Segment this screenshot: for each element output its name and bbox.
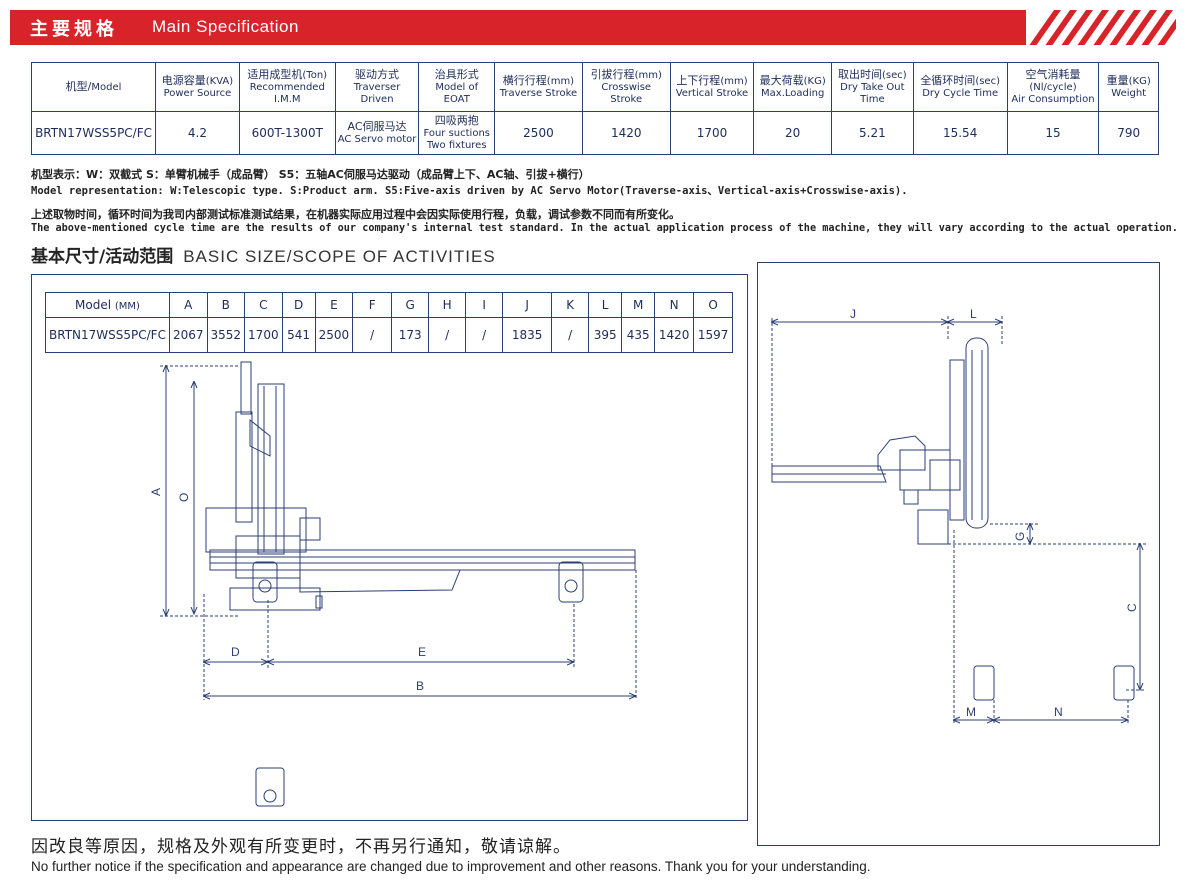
hdr-loading: 最大荷载(KG)Max.Loading	[753, 62, 833, 112]
dims-cell-o: 1597	[693, 317, 734, 353]
dim-label-g: G	[1013, 532, 1027, 541]
cell-model: BRTN17WSS5PC/FC	[30, 111, 157, 155]
header-banner: 主要规格 Main Specification	[10, 10, 1176, 45]
dims-cell-model: BRTN17WSS5PC/FC	[45, 317, 170, 353]
dims-hdr-j: J	[502, 292, 553, 318]
cell-crosswise: 1420	[581, 111, 671, 155]
dim-label-c: C	[1125, 603, 1139, 612]
dims-cell-j: 1835	[502, 317, 553, 353]
dims-hdr-a: A	[168, 292, 208, 318]
dims-cell-e: 2500	[314, 317, 354, 353]
dims-hdr-i: I	[465, 292, 504, 318]
side-view-drawing	[160, 361, 636, 807]
dims-hdr-n: N	[654, 292, 695, 318]
hdr-weight: 重量(KG)Weight	[1098, 62, 1159, 112]
dim-label-m: M	[966, 705, 976, 719]
section-title-en: BASIC SIZE/SCOPE OF ACTIVITIES	[183, 247, 496, 266]
hdr-crosswise: 引拔行程(mm)Crosswise Stroke	[581, 62, 671, 112]
dims-hdr-o: O	[693, 292, 734, 318]
dims-cell-c: 1700	[244, 317, 283, 353]
dims-cell-f: /	[352, 317, 393, 353]
dimension-table: Model (MM) A B C D E F G H I J K L M N O…	[45, 292, 734, 353]
dims-cell-b: 3552	[206, 317, 246, 353]
dims-cell-d: 541	[281, 317, 316, 353]
decorative-stripes	[1026, 10, 1176, 45]
side-view-panel	[31, 274, 748, 821]
dims-header-row: Model (MM) A B C D E F G H I J K L M N O	[45, 292, 734, 318]
banner-title-cn: 主要规格	[30, 19, 118, 40]
dim-label-d: D	[231, 645, 240, 659]
footer-notice-en: No further notice if the specification a…	[31, 859, 871, 874]
note-cycle-en: The above-mentioned cycle time are the r…	[31, 223, 1178, 234]
cell-vertical: 1700	[669, 111, 755, 155]
cell-loading: 20	[753, 111, 833, 155]
dim-label-e: E	[418, 645, 426, 659]
hdr-traverse: 横行行程(mm)Traverse Stroke	[494, 62, 583, 112]
cell-air: 15	[1006, 111, 1100, 155]
dims-cell-m: 435	[621, 317, 656, 353]
cell-weight: 790	[1098, 111, 1159, 155]
hdr-cycle: 全循环时间(sec)Dry Cycle Time	[912, 62, 1008, 112]
dim-label-n: N	[1054, 705, 1063, 719]
dim-label-l: L	[970, 307, 977, 321]
dims-cell-k: /	[551, 317, 590, 353]
note-model-en: Model representation: W:Telescopic type.…	[31, 185, 908, 197]
cell-imm: 600T-1300T	[238, 111, 336, 155]
dims-hdr-f: F	[352, 292, 393, 318]
dim-label-j: J	[850, 307, 856, 321]
cell-traverse: 2500	[494, 111, 583, 155]
hdr-vertical: 上下行程(mm)Vertical Stroke	[669, 62, 755, 112]
note-model-cn: 机型表示：W：双截式 S：单臂机械手（成品臂） S5：五轴AC伺服马达驱动（成品…	[31, 168, 590, 181]
front-view-panel	[757, 262, 1160, 846]
section-title-cn: 基本尺寸/活动范围	[31, 247, 174, 267]
spec-header-row: 机型/Model 电源容量(KVA)Power Source 适用成型机(Ton…	[30, 62, 1159, 112]
dims-hdr-l: L	[588, 292, 623, 318]
note-cycle-cn: 上述取物时间，循环时间为我司内部测试标准测试结果，在机器实际应用过程中会因实际使…	[31, 208, 680, 221]
cell-cycle: 15.54	[912, 111, 1008, 155]
dim-label-o: O	[177, 493, 191, 502]
dim-label-a: A	[149, 488, 163, 496]
banner-title-en: Main Specification	[152, 17, 299, 36]
dims-hdr-model: Model (MM)	[45, 292, 170, 318]
dims-hdr-h: H	[428, 292, 467, 318]
dims-hdr-c: C	[244, 292, 283, 318]
specification-table: 机型/Model 电源容量(KVA)Power Source 适用成型机(Ton…	[30, 62, 1159, 155]
section-title: 基本尺寸/活动范围 BASIC SIZE/SCOPE OF ACTIVITIES	[31, 242, 496, 267]
dims-hdr-e: E	[314, 292, 354, 318]
dims-cell-i: /	[465, 317, 504, 353]
footer-notice-cn: 因改良等原因，规格及外观有所变更时，不再另行通知，敬请谅解。	[31, 837, 571, 857]
front-view-drawing	[772, 316, 1146, 724]
dim-label-b: B	[416, 679, 424, 693]
cell-takeout: 5.21	[831, 111, 914, 155]
dims-data-row: BRTN17WSS5PC/FC 2067 3552 1700 541 2500 …	[45, 317, 734, 353]
